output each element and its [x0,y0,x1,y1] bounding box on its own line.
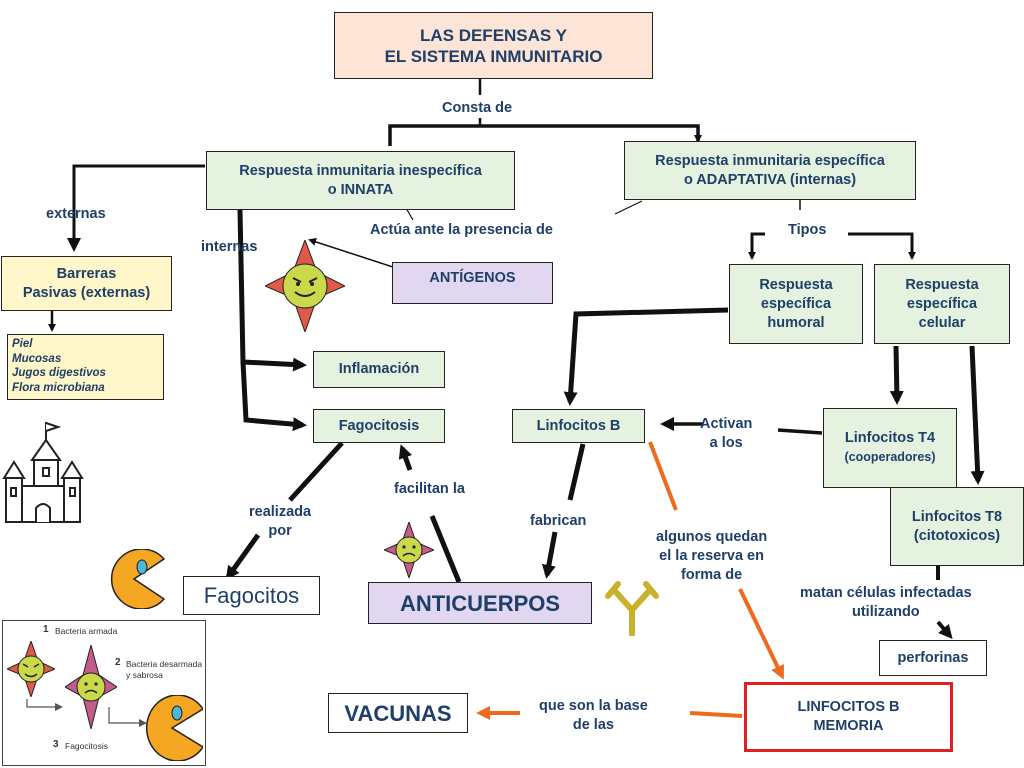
linfocitos-b-label: Linfocitos B [536,417,621,434]
phagocytosis-inset: 1 Bacteria armada 2 Bacteria desarmada y… [2,620,206,766]
anticuerpos-label: ANTICUERPOS [399,590,561,616]
label-facilitan: facilitan la [394,481,465,497]
inset-step2-text-2: y sabrosa [126,670,163,680]
node-t8: Linfocitos T8 (citotoxicos) [890,487,1024,566]
label-fabrican: fabrican [530,513,587,529]
t8-line1: Linfocitos T8 [911,508,1003,525]
castle-icon [2,422,84,523]
fagocitos-label: Fagocitos [203,583,300,608]
humoral-line3: humoral [767,314,825,331]
inset-step3-number: 3 [53,739,59,750]
antigenos-label: ANTÍGENOS [429,270,516,286]
humoral-line1: Respuesta [759,276,833,293]
armed-bacteria-icon [7,641,55,697]
node-inflamacion: Inflamación [313,351,445,388]
arrow-icon [26,699,63,711]
node-t4: Linfocitos T4 (cooperadores) [823,408,957,488]
disarmed-germ-icon [384,522,434,578]
perforinas-label: perforinas [897,649,969,666]
matan-line1: matan células infectadas [800,585,972,601]
node-linfocitos-b: Linfocitos B [512,409,645,443]
innata-line2: o INNATA [327,181,394,198]
memoria-line2: MEMORIA [813,718,884,734]
barreras-line1: Barreras [56,265,117,282]
algunos-line2: el la reserva en [659,548,764,564]
adaptativa-line2: o ADAPTATIVA (internas) [683,171,857,188]
node-perforinas: perforinas [879,640,987,676]
label-externas: externas [46,206,106,222]
label-consta-de: Consta de [442,100,513,116]
antibody-icon [605,581,659,636]
node-fagocitosis: Fagocitosis [313,409,445,443]
inset-step1-number: 1 [43,624,49,635]
list-item: Jugos digestivos [12,367,106,379]
barreras-list: Piel Mucosas Jugos digestivos Flora micr… [7,334,164,400]
node-vacunas: VACUNAS [328,693,468,733]
t4-line2: (cooperadores) [844,450,936,464]
node-fagocitos: Fagocitos [183,576,320,615]
celular-line2: específica [906,295,978,312]
list-item: Piel [12,338,33,350]
activan-line1: Activan [700,416,753,432]
title-box: LAS DEFENSAS Y EL SISTEMA INMUNITARIO [334,12,653,79]
label-algunos: algunos quedan el la reserva en forma de [656,528,767,585]
inset-step2-number: 2 [115,657,121,668]
memoria-line1: LINFOCITOS B [797,699,900,715]
list-item: Mucosas [12,352,62,365]
inset-step1-text: Bacteria armada [55,626,118,636]
realizada-line2: por [268,523,292,539]
inflamacion-label: Inflamación [338,361,420,377]
label-actua: Actúa ante la presencia de [370,222,553,238]
node-adaptativa: Respuesta inmunitaria específica o ADAPT… [624,141,916,200]
label-base: que son la base de las [539,697,648,735]
inset-step2-text-1: Bacteria desarmada [126,659,203,669]
base-line2: de las [572,717,614,733]
innata-line1: Respuesta inmunitaria inespecífica [239,162,482,179]
activan-line2: a los [709,435,743,451]
algunos-line1: algunos quedan [656,529,768,545]
humoral-line2: específica [760,295,832,312]
node-barreras: Barreras Pasivas (externas) [1,256,172,311]
node-antigenos: ANTÍGENOS [392,262,553,304]
matan-line2: utilizando [852,604,920,620]
vacunas-label: VACUNAS [344,700,452,726]
phagocyte-icon [145,695,203,761]
fagocitosis-label: Fagocitosis [338,417,420,434]
inset-step3-text: Fagocitosis [65,741,108,751]
base-line1: que son la base [539,698,648,714]
realizada-line1: realizada [249,504,312,520]
label-realizada: realizada por [249,503,311,541]
algunos-line3: forma de [680,567,743,583]
t4-line1: Linfocitos T4 [844,430,936,446]
celular-line1: Respuesta [905,276,979,293]
disarmed-bacteria-icon [65,645,117,729]
arrow-icon [108,707,147,727]
label-tipos: Tipos [788,222,827,238]
title-line2: EL SISTEMA INMUNITARIO [384,46,603,66]
title-line1: LAS DEFENSAS Y [419,25,568,45]
node-humoral: Respuesta específica humoral [729,264,863,344]
node-innata: Respuesta inmunitaria inespecífica o INN… [206,151,515,210]
antigen-germ-icon [265,240,345,332]
label-matan: matan células infectadas utilizando [800,584,972,622]
adaptativa-line1: Respuesta inmunitaria específica [655,152,885,169]
phagocyte-icon [110,549,166,609]
node-celular: Respuesta específica celular [874,264,1010,344]
node-memoria: LINFOCITOS B MEMORIA [744,682,953,752]
barreras-line2: Pasivas (externas) [22,284,151,301]
label-activan: Activan a los [700,415,752,453]
celular-line3: celular [918,314,966,331]
label-internas: internas [201,239,258,255]
list-item: Flora microbiana [12,381,105,394]
t8-line2: (citotoxicos) [913,527,1001,544]
node-anticuerpos: ANTICUERPOS [368,582,592,624]
